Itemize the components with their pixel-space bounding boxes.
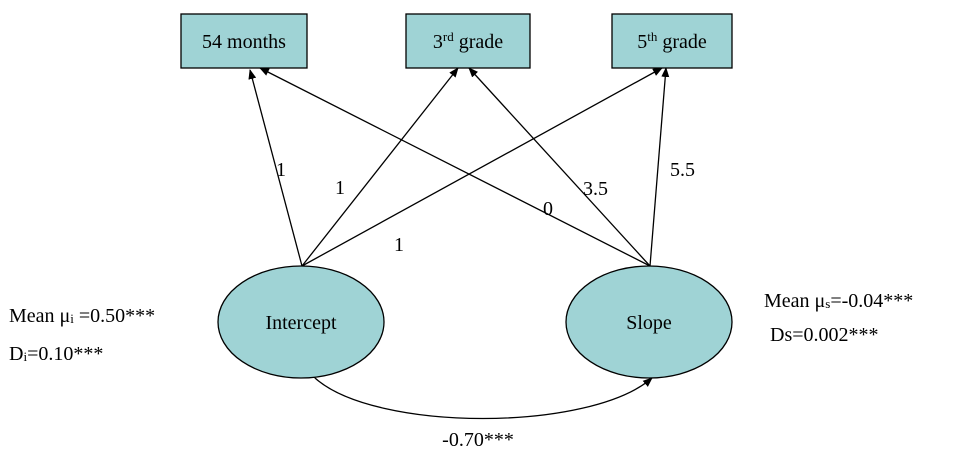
indicator-label: 3rd grade [433,29,503,54]
loading-intercept-5th-grade: 1 [394,234,404,256]
edge-slope-5th-grade [649,67,670,267]
edge-intercept-3rd-grade [301,67,459,267]
loading-slope-54months: 0 [543,198,553,220]
indicator-label: 5th grade [637,29,707,54]
slope-mean-label: Mean μs=-0.04*** [764,290,913,312]
indicator-3rd-grade: 3rd grade [405,13,531,69]
factor-ellipse [217,265,385,379]
edge-intercept-5th-grade [301,67,663,267]
indicator-box [405,13,531,69]
edge-intercept-54months [248,69,303,267]
edge-slope-54months [259,67,651,267]
indicator-box [611,13,733,69]
factor-ellipse [565,265,733,379]
covariance-label: -0.70*** [442,429,514,451]
indicator-label: 54 months [202,31,286,53]
intercept-variance-label: Di=0.10*** [9,343,103,365]
indicator-box [180,13,308,69]
factor-label: Slope [626,312,672,334]
intercept-mean-label: Mean μi =0.50*** [9,305,155,327]
loading-intercept-54months: 1 [276,159,286,181]
edge-slope-3rd-grade [468,67,651,267]
loading-slope-3rd-grade: 3.5 [583,178,608,200]
indicator-54-months: 54 months [180,13,308,69]
loading-intercept-3rd-grade: 1 [335,177,345,199]
factor-slope: Slope [565,265,733,379]
slope-variance-label: Ds=0.002*** [770,324,879,346]
factor-intercept: Intercept [217,265,385,379]
loading-slope-5th-grade: 5.5 [670,159,695,181]
factor-label: Intercept [265,312,337,334]
covariance-curve [305,369,653,420]
indicator-5th-grade: 5th grade [611,13,733,69]
